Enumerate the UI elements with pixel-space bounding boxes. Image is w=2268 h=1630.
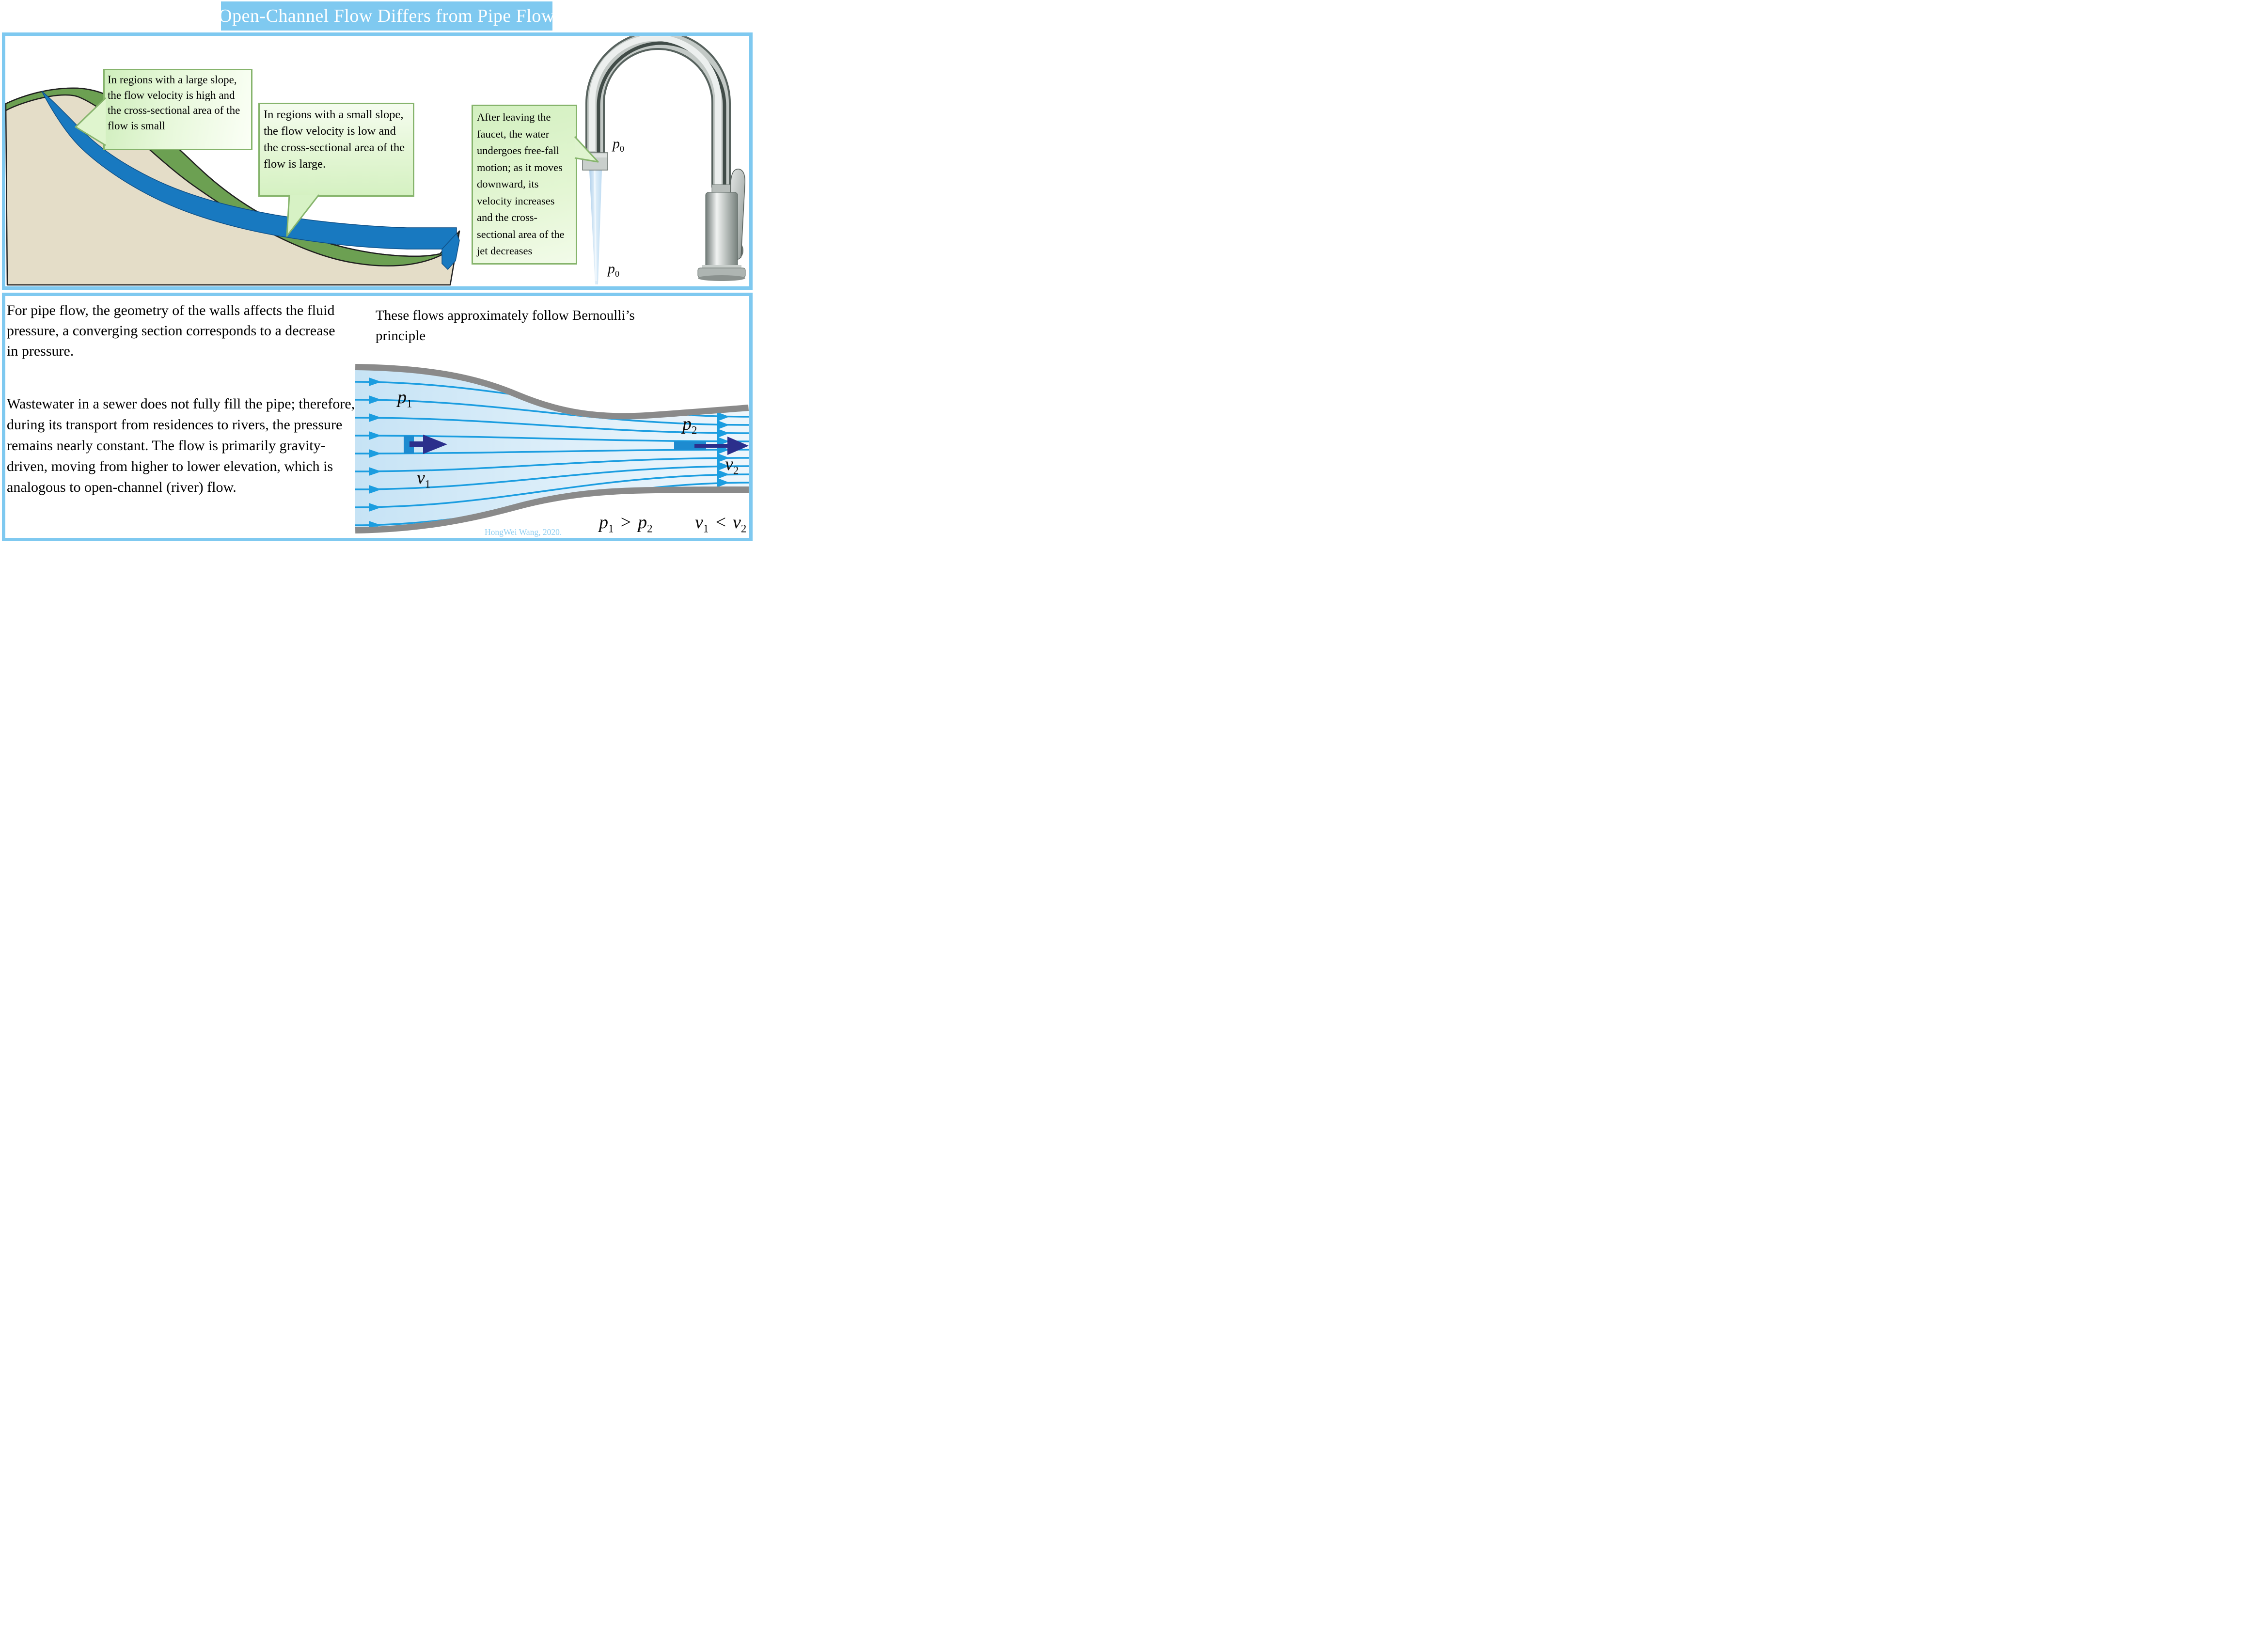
label-v1: v1 <box>417 468 431 490</box>
pressure-label-p0-top: p0 <box>613 136 624 154</box>
callout-large-slope-tail <box>75 97 107 146</box>
pressure-label-p0-bottom: p0 <box>608 261 619 279</box>
streamline <box>355 465 749 490</box>
streamline-arrowhead <box>717 420 729 430</box>
streamlines <box>355 377 749 527</box>
streamline-arrowhead <box>369 395 381 404</box>
faucet-body <box>705 192 738 270</box>
paragraph-wastewater: Wastewater in a sewer does not fully fil… <box>7 396 355 495</box>
streamline-arrowhead <box>717 412 729 422</box>
river <box>41 91 457 250</box>
streamline-arrowhead <box>369 449 381 458</box>
streamline <box>355 457 749 472</box>
label-p1: p1 <box>397 387 412 410</box>
streamline <box>355 473 749 508</box>
label-v2: v2 <box>725 454 739 477</box>
label-p2: p2 <box>682 414 697 437</box>
streamline-arrowhead <box>369 485 381 494</box>
callout-small-slope: In regions with a small slope, the flow … <box>258 103 414 197</box>
streamline-arrowhead <box>369 467 381 476</box>
streamline-arrowhead <box>717 478 729 487</box>
title-bar: Open-Channel Flow Differs from Pipe Flow <box>219 1 555 31</box>
streamline-arrowhead <box>717 428 729 438</box>
flow-markers <box>404 435 749 455</box>
callout-faucet: After leaving the faucet, the water unde… <box>472 105 577 265</box>
streamline <box>355 435 749 442</box>
slide: Open-Channel Flow Differs from Pipe Flow <box>0 0 756 543</box>
callout-small-slope-tail <box>286 194 320 237</box>
note-bernoulli: These flows approximately follow Bernoul… <box>376 308 635 344</box>
streamline-arrowhead <box>369 521 381 527</box>
river-edge-spill <box>441 233 460 270</box>
credit: HongWei Wang, 2020. <box>485 527 562 537</box>
pipe-diagram <box>355 364 749 533</box>
streamline-arrowhead <box>717 470 729 479</box>
velocity-arrow-2 <box>694 437 749 455</box>
streamline-arrowhead <box>369 377 381 386</box>
streamline-arrowhead <box>717 453 729 463</box>
page-title: Open-Channel Flow Differs from Pipe Flow <box>219 6 555 26</box>
velocity-arrow-1 <box>410 435 447 454</box>
callout-faucet-tail <box>574 136 599 163</box>
streamline <box>355 449 749 455</box>
faucet-neck <box>711 184 731 194</box>
streamline <box>355 417 749 434</box>
streamline-arrowhead <box>369 503 381 512</box>
paragraph-pipe-flow: For pipe flow, the geometry of the walls… <box>7 302 335 359</box>
relation-velocity: v1<v2 <box>695 512 747 535</box>
pipe-interior <box>355 370 749 527</box>
relation-pressure: p1>p2 <box>599 512 653 535</box>
streamline-arrowhead <box>369 431 381 440</box>
streamline <box>355 399 749 426</box>
piston-1 <box>404 436 414 454</box>
faucet-illustration <box>582 36 746 284</box>
callout-large-slope: In regions with a large slope, the flow … <box>103 69 252 150</box>
streamline-arrowhead <box>717 461 729 471</box>
streamline-arrowhead <box>369 413 381 422</box>
